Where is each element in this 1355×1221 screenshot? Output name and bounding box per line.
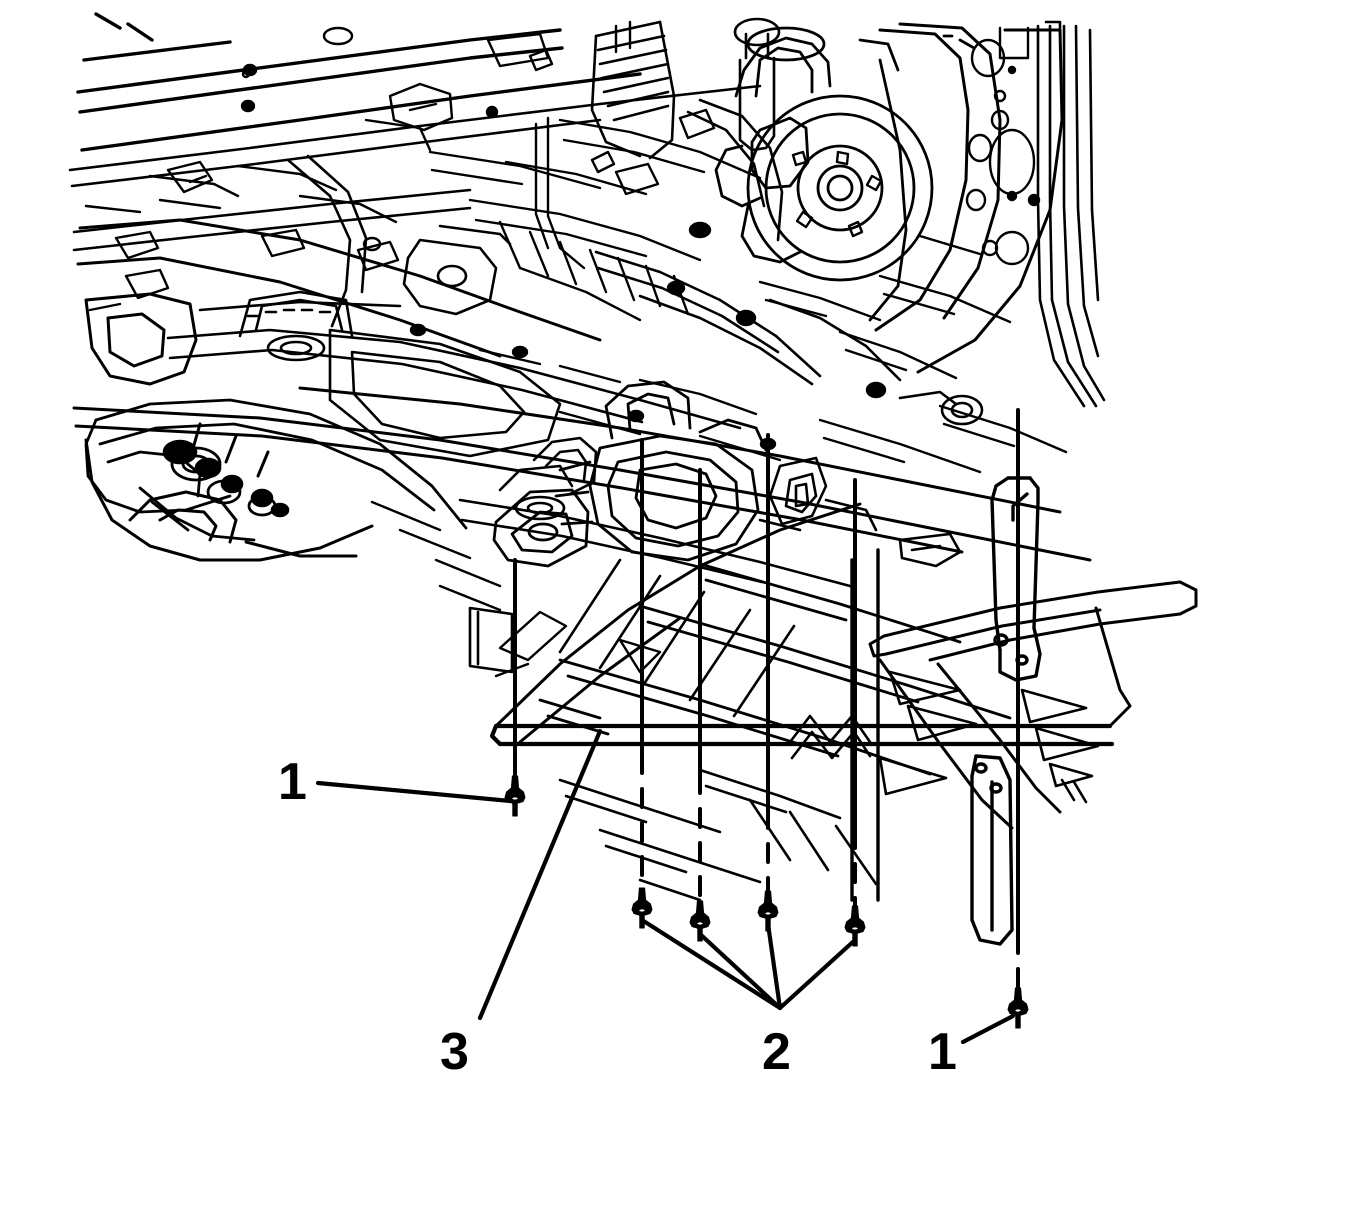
shock-absorber — [733, 17, 781, 152]
callout-number-3: 3 — [440, 1023, 469, 1081]
lower-arm-bushings — [162, 439, 290, 518]
callout-number-1-left: 1 — [278, 753, 307, 811]
callout-number-1-right: 1 — [928, 1023, 957, 1081]
leader-1-left — [315, 780, 513, 804]
transfer-case — [554, 380, 768, 562]
skid-plate-lower-ribs — [558, 558, 878, 902]
leader-2a — [639, 917, 783, 1011]
floorpan-ribs — [478, 234, 1068, 474]
right-frame-rail — [1036, 20, 1106, 408]
callout-leaders — [315, 728, 1016, 1045]
left-bracket-detail — [468, 606, 514, 674]
left-mount-bracket — [492, 488, 590, 568]
leader-2d — [777, 937, 858, 1011]
leader-2b — [697, 931, 783, 1011]
subframe-crossmember — [166, 290, 742, 430]
callout-number-2: 2 — [762, 1023, 791, 1081]
leader-2c — [765, 921, 783, 1011]
alignment-lines-dashed — [640, 753, 1020, 1002]
wheel-studs — [791, 150, 883, 238]
engine-cradle-plate — [328, 224, 562, 458]
subframe-horn-left — [84, 422, 374, 562]
left-underbody-ribs — [370, 500, 502, 612]
skid-plate-triangular-stiffeners — [878, 670, 1100, 804]
transmission-crossmember — [458, 436, 852, 588]
underbody-misc-mid — [260, 108, 887, 451]
splash-shield — [858, 34, 976, 322]
body-rocker-panel — [76, 12, 642, 152]
underbody-misc-upper — [88, 20, 632, 312]
skid-plate-support-strut — [990, 476, 1042, 682]
frame-rail-holes — [965, 26, 1041, 266]
leader-3 — [477, 728, 603, 1021]
skid-plate-seams — [850, 548, 880, 902]
alignment-lines-solid — [513, 408, 1020, 937]
skid-plate-support-strut-lower — [970, 754, 1014, 946]
leader-1-right — [960, 1013, 1016, 1045]
